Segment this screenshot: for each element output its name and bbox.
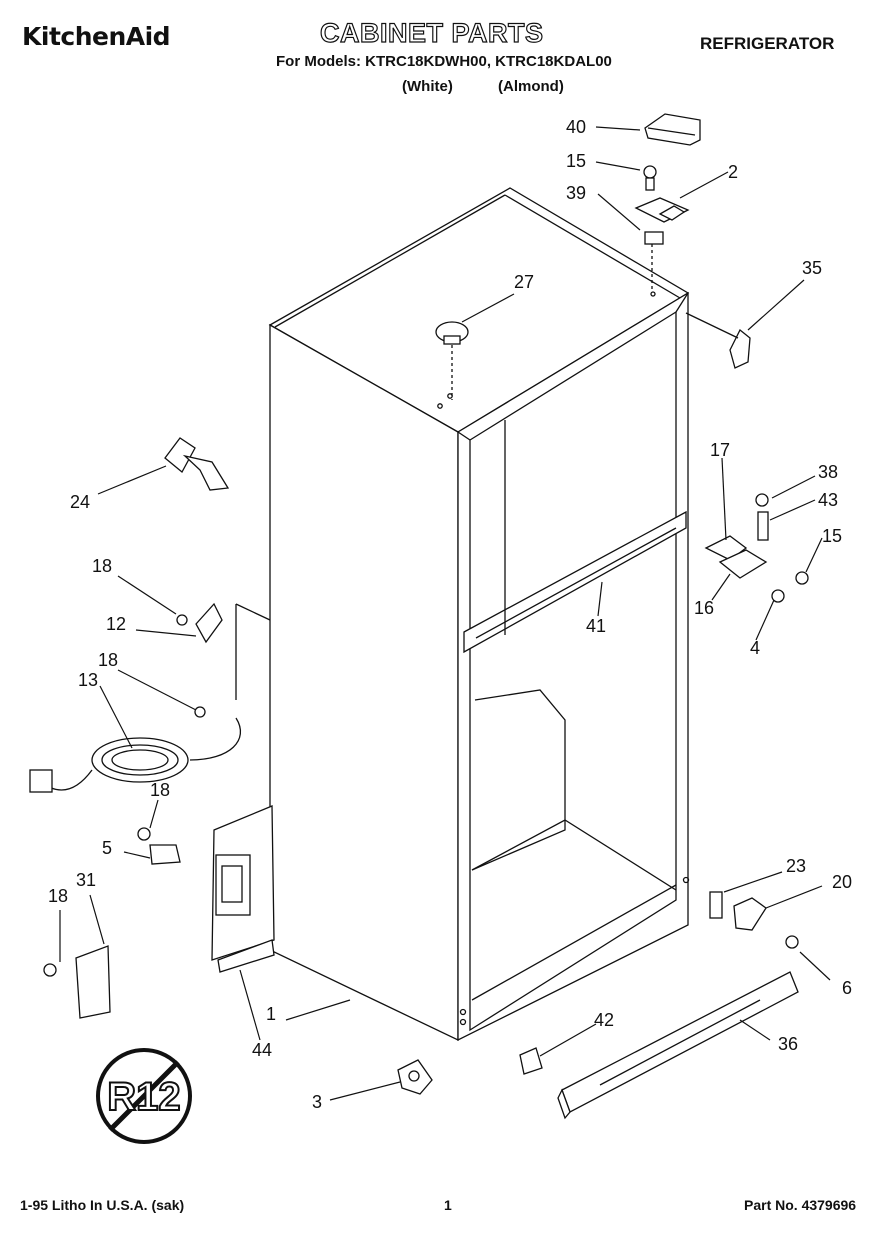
callout-31: 31: [76, 870, 97, 890]
svg-text:R12: R12: [107, 1075, 180, 1119]
bottom-hinge: [733, 897, 767, 931]
litho-note: 1-95 Litho In U.S.A. (sak): [20, 1197, 185, 1213]
power-cord-assembly: [29, 602, 271, 793]
hinge-trim: [729, 328, 751, 369]
callout-20: 20: [832, 872, 853, 892]
callout-24: 24: [70, 492, 91, 512]
r12-logo: R12: [96, 1048, 192, 1144]
callout-39: 39: [566, 183, 587, 203]
color-almond-label: (Almond): [498, 78, 564, 95]
callout-36: 36: [778, 1034, 799, 1054]
brand-logo: KitchenAid: [22, 22, 171, 51]
base-grille: [557, 971, 799, 1120]
callout-2: 2: [728, 162, 739, 182]
callout-38: 38: [818, 462, 839, 482]
callout-18-a: 18: [92, 556, 113, 576]
page-number: 1: [444, 1197, 452, 1213]
callout-42: 42: [594, 1010, 615, 1030]
callout-13: 13: [78, 670, 99, 690]
leveling-roller: [397, 1059, 433, 1095]
compressor-bracket: [211, 805, 275, 973]
top-hinge: [634, 197, 690, 223]
callout-41: 41: [586, 616, 607, 636]
access-cover: [75, 945, 111, 1019]
cord-clamp: [137, 827, 181, 865]
door-stop-pin: [164, 437, 230, 491]
callout-18-c: 18: [150, 780, 171, 800]
part-number: Part No. 4379696: [744, 1197, 857, 1213]
callout-35: 35: [802, 258, 823, 278]
callout-43: 43: [818, 490, 839, 510]
callout-5: 5: [102, 838, 113, 858]
page-title: CABINET PARTS: [319, 17, 544, 48]
callout-4: 4: [750, 638, 761, 658]
hinge-shim-bottom: [709, 891, 723, 919]
callout-6: 6: [842, 978, 853, 998]
callout-44: 44: [252, 1040, 273, 1060]
callout-17: 17: [710, 440, 731, 460]
center-hinge: [704, 493, 809, 603]
callout-15-right: 15: [822, 526, 843, 546]
callout-3: 3: [312, 1092, 323, 1112]
callout-18-d: 18: [48, 886, 69, 906]
hinge-screw-top: [643, 165, 657, 191]
callout-23: 23: [786, 856, 807, 876]
color-white-label: (White): [402, 78, 453, 95]
grille-clip: [519, 1047, 543, 1075]
plug-button: [435, 321, 469, 400]
model-numbers: For Models: KTRC18KDWH00, KTRC18KDAL00: [276, 53, 612, 70]
callout-12: 12: [106, 614, 127, 634]
leader-lines: [59, 126, 831, 1101]
callout-16: 16: [694, 598, 715, 618]
callout-18-b: 18: [98, 650, 119, 670]
callout-1: 1: [266, 1004, 277, 1024]
appliance-category: REFRIGERATOR: [700, 34, 835, 53]
refrigerator-cabinet: [268, 187, 690, 1042]
hinge-cover: [644, 113, 701, 146]
callout-27: 27: [514, 272, 535, 292]
hinge-shim: [644, 231, 664, 245]
callout-40: 40: [566, 117, 587, 137]
callout-15: 15: [566, 151, 587, 171]
